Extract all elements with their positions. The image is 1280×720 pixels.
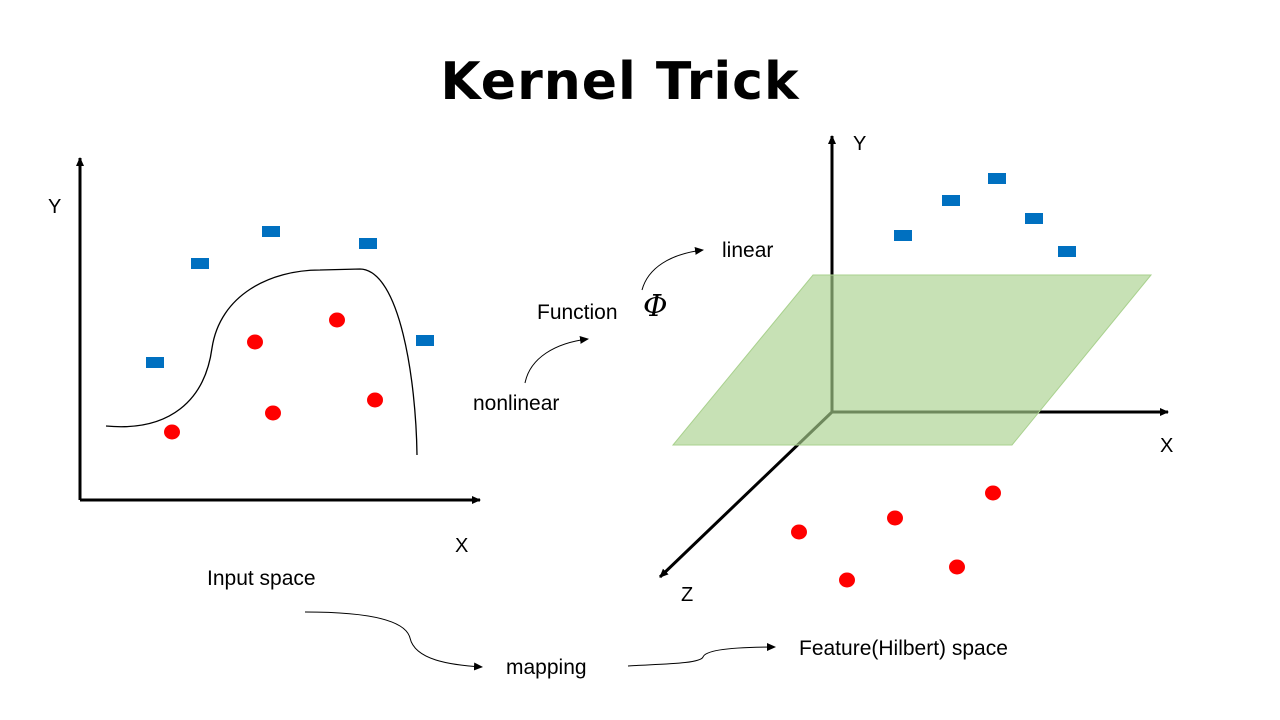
page-title: Kernel Trick	[440, 52, 800, 112]
square-point	[942, 195, 960, 206]
separating-hyperplane	[671, 274, 1153, 446]
right-circle-points	[791, 485, 1001, 588]
function-label: Function	[537, 301, 618, 324]
circle-point	[367, 392, 383, 408]
feature-space-label: Feature(Hilbert) space	[799, 637, 1008, 660]
square-point	[146, 357, 164, 368]
right-square-points	[894, 173, 1076, 257]
input-space-label: Input space	[207, 567, 316, 590]
linear-arrow	[641, 246, 704, 291]
linear-label: linear	[722, 239, 774, 262]
square-point	[1025, 213, 1043, 224]
circle-point	[949, 559, 965, 575]
mapping-to-feature-arrow	[627, 643, 776, 667]
square-point	[894, 230, 912, 241]
square-point	[262, 226, 280, 237]
left-square-points	[146, 226, 434, 368]
circle-point	[164, 424, 180, 440]
nonlinear-arrow	[524, 335, 589, 384]
left-circle-points	[164, 312, 383, 440]
left-y-axis-label: Y	[48, 196, 62, 218]
square-point	[988, 173, 1006, 184]
circle-point	[265, 405, 281, 421]
circle-point	[329, 312, 345, 328]
square-point	[1058, 246, 1076, 257]
mapping-label: mapping	[506, 656, 587, 679]
nonlinear-boundary	[105, 268, 418, 456]
square-point	[359, 238, 377, 249]
input-to-mapping-arrow	[304, 611, 483, 671]
phi-symbol: Φ	[643, 289, 668, 324]
nonlinear-label: nonlinear	[473, 392, 560, 415]
circle-point	[985, 485, 1001, 501]
circle-point	[839, 572, 855, 588]
circle-point	[887, 510, 903, 526]
square-point	[191, 258, 209, 269]
circle-point	[247, 334, 263, 350]
circle-point	[791, 524, 807, 540]
right-x-axis-label: X	[1160, 435, 1174, 457]
left-x-axis-label: X	[455, 535, 469, 557]
square-point	[416, 335, 434, 346]
right-y-axis-label: Y	[853, 133, 867, 155]
right-z-axis-label: Z	[681, 584, 694, 606]
